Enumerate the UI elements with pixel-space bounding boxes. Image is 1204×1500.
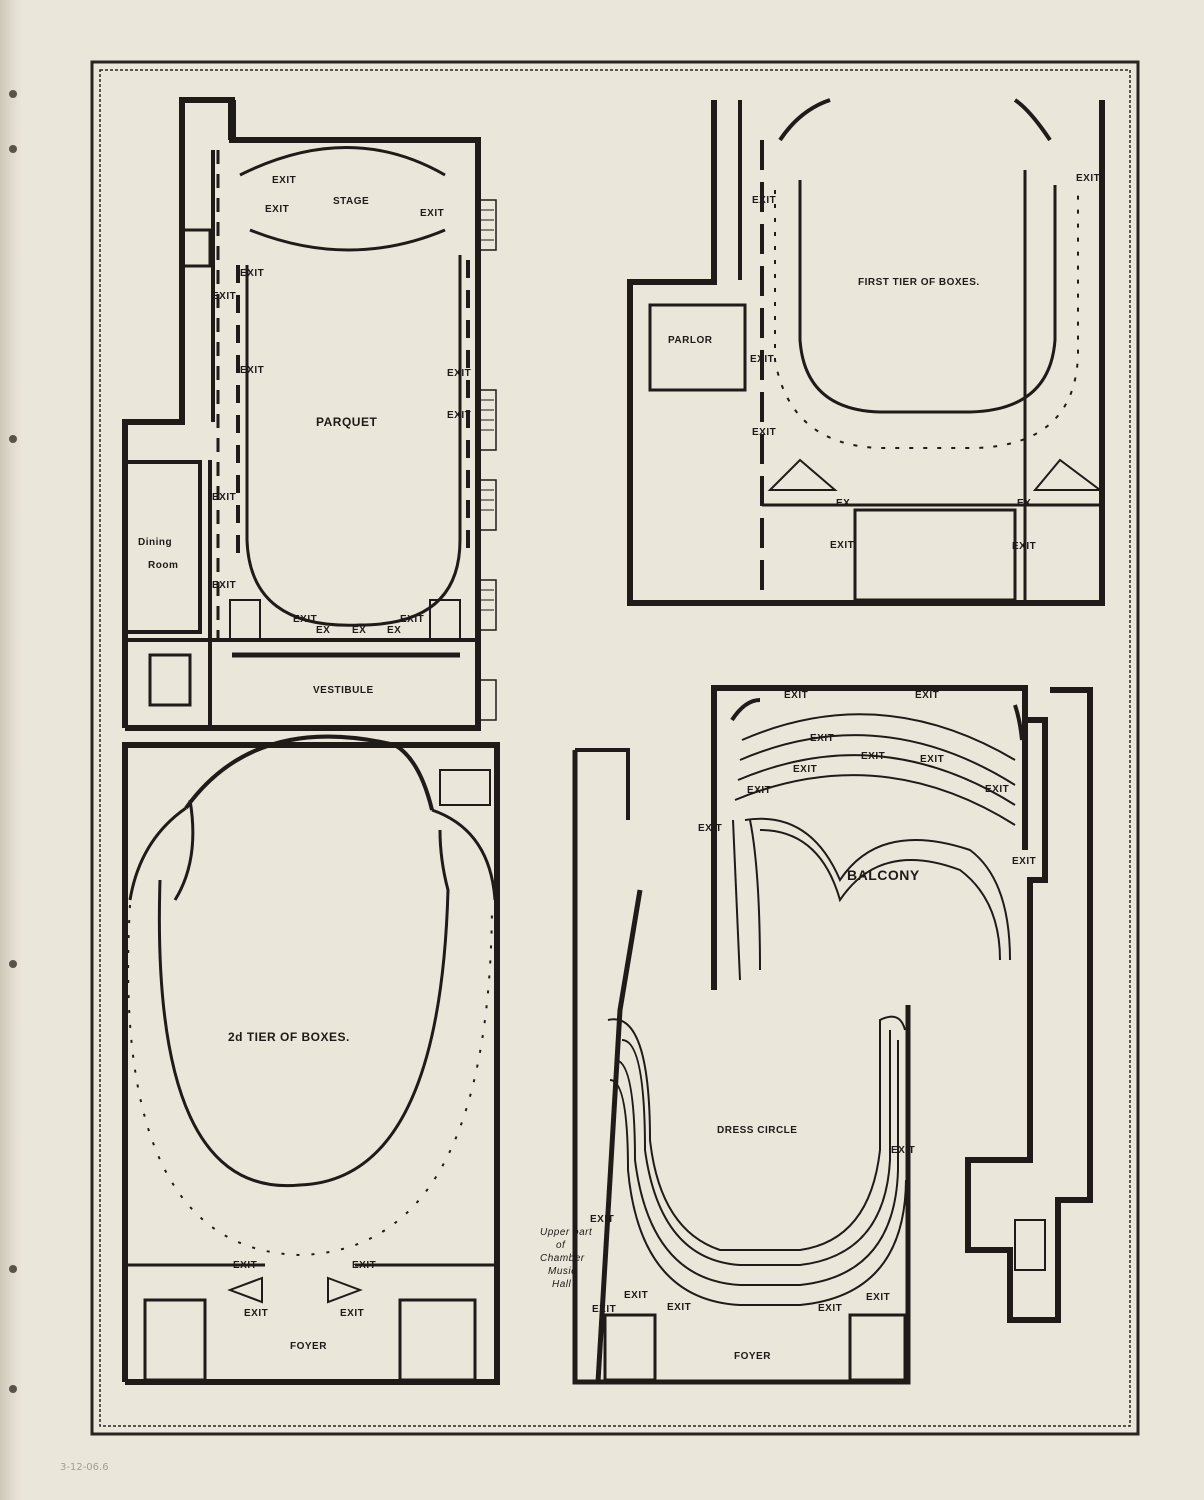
exit-label: EXIT xyxy=(212,492,236,503)
pencil-note: 3-12-06.6 xyxy=(60,1462,109,1473)
exit-label: EXIT xyxy=(244,1308,268,1319)
plan-balcony-labels: BALCONY DRESS CIRCLE FOYER Upper part of… xyxy=(540,690,1036,1362)
exit-label: EXIT xyxy=(624,1290,648,1301)
exit-label: EXIT xyxy=(590,1214,614,1225)
exit-label: EXIT xyxy=(240,365,264,376)
exit-label: EXIT xyxy=(793,764,817,775)
binding-hole xyxy=(9,90,17,98)
binding-hole xyxy=(9,435,17,443)
exit-label: EXIT xyxy=(810,733,834,744)
ex-label: EX xyxy=(387,625,401,636)
binding-hole xyxy=(9,1265,17,1273)
page-frame xyxy=(90,60,1140,1436)
dining-label-2: Room xyxy=(148,560,178,571)
exit-label: EXIT xyxy=(272,175,296,186)
exit-label: EXIT xyxy=(747,785,771,796)
binding-hole xyxy=(9,960,17,968)
plan-second-tier xyxy=(122,734,500,1385)
exit-label: EXIT xyxy=(293,614,317,625)
exit-label: EXIT xyxy=(447,368,471,379)
dress-circle-label: DRESS CIRCLE xyxy=(717,1125,797,1136)
plan-first-tier xyxy=(627,98,1105,606)
exit-label: EXIT xyxy=(400,614,424,625)
plan-parquet-labels: STAGE PARQUET Dining Room VESTIBULE EXIT… xyxy=(138,175,471,696)
chamber-label-5: Hall xyxy=(552,1279,572,1290)
second-tier-title: 2d TIER OF BOXES. xyxy=(228,1030,350,1044)
exit-label: EXIT xyxy=(915,690,939,701)
exit-label: EXIT xyxy=(1012,541,1036,552)
exit-label: EXIT xyxy=(447,410,471,421)
exit-label: EXIT xyxy=(818,1303,842,1314)
chamber-label-4: Music xyxy=(548,1266,577,1277)
exit-label: EXIT xyxy=(240,268,264,279)
exit-label: EXIT xyxy=(750,354,774,365)
foyer-label: FOYER xyxy=(734,1351,771,1362)
exit-label: EXIT xyxy=(985,784,1009,795)
foyer-label: FOYER xyxy=(290,1341,327,1352)
exit-label: EXIT xyxy=(891,1145,915,1156)
plan-balcony xyxy=(572,685,1093,1385)
ex-label: EX xyxy=(316,625,330,636)
binding-hole xyxy=(9,1385,17,1393)
exit-label: EXIT xyxy=(212,291,236,302)
parlor-label: PARLOR xyxy=(668,335,713,346)
parquet-label: PARQUET xyxy=(316,415,377,429)
plan-second-tier-labels: 2d TIER OF BOXES. FOYER EXIT EXIT EXIT E… xyxy=(228,1030,376,1352)
exit-label: EXIT xyxy=(233,1260,257,1271)
exit-label: EXIT xyxy=(352,1260,376,1271)
exit-label: EXIT xyxy=(212,580,236,591)
stage-label: STAGE xyxy=(333,196,369,207)
exit-label: EXIT xyxy=(1076,173,1100,184)
exit-label: EXIT xyxy=(830,540,854,551)
exit-label: EXIT xyxy=(866,1292,890,1303)
exit-label: EXIT xyxy=(752,427,776,438)
ex-label: EX xyxy=(1017,498,1031,509)
plan-parquet xyxy=(122,97,497,731)
binding-edge xyxy=(0,0,22,1500)
vestibule-label: VESTIBULE xyxy=(313,685,374,696)
binding-hole xyxy=(9,145,17,153)
plan-first-tier-labels: FIRST TIER OF BOXES. PARLOR EXIT EXIT EX… xyxy=(668,173,1100,552)
exit-label: EXIT xyxy=(265,204,289,215)
exit-label: EXIT xyxy=(784,690,808,701)
exit-label: EXIT xyxy=(698,823,722,834)
exit-label: EXIT xyxy=(592,1304,616,1315)
dining-label-1: Dining xyxy=(138,537,172,548)
first-tier-title: FIRST TIER OF BOXES. xyxy=(858,277,980,288)
ex-label: EX xyxy=(352,625,366,636)
exit-label: EXIT xyxy=(420,208,444,219)
exit-label: EXIT xyxy=(667,1302,691,1313)
exit-label: EXIT xyxy=(920,754,944,765)
balcony-label: BALCONY xyxy=(847,867,920,883)
ex-label: EX xyxy=(836,498,850,509)
chamber-label-3: Chamber xyxy=(540,1253,585,1264)
exit-label: EXIT xyxy=(1012,856,1036,867)
exit-label: EXIT xyxy=(340,1308,364,1319)
chamber-label-1: Upper part xyxy=(540,1227,593,1238)
chamber-label-2: of xyxy=(556,1240,566,1251)
exit-label: EXIT xyxy=(752,195,776,206)
exit-label: EXIT xyxy=(861,751,885,762)
